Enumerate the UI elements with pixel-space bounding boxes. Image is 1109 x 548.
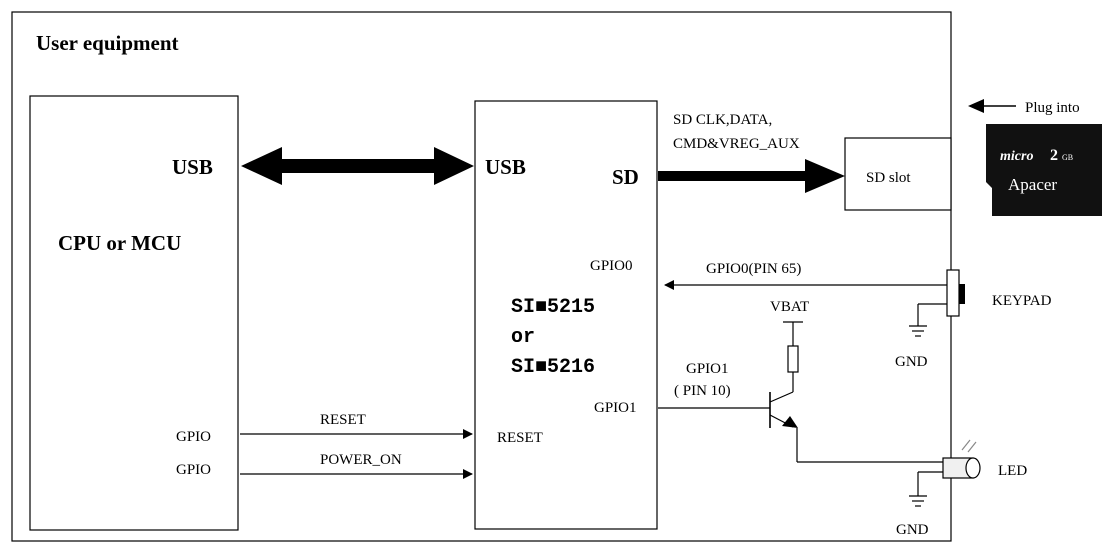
cpu-usb-label: USB bbox=[172, 155, 213, 179]
card-capacity: 2 bbox=[1050, 147, 1058, 164]
card-capacity-unit: GB bbox=[1062, 153, 1073, 162]
sim-reset-label: RESET bbox=[497, 430, 543, 446]
usb-bus-arrow bbox=[241, 147, 474, 185]
gnd-label-top: GND bbox=[895, 354, 928, 370]
sim-usb-label: USB bbox=[485, 155, 526, 179]
reset-signal-label: RESET bbox=[320, 412, 366, 428]
sim-gpio0-label: GPIO0 bbox=[590, 258, 633, 274]
vbat-label: VBAT bbox=[770, 299, 809, 315]
plug-into-arrow bbox=[968, 99, 1016, 113]
sd-bus-label-2: CMD&VREG_AUX bbox=[673, 136, 800, 152]
power-on-signal-label: POWER_ON bbox=[320, 452, 402, 468]
user-equipment-title: User equipment bbox=[36, 31, 179, 55]
sd-bus-arrow bbox=[658, 159, 845, 193]
cpu-gpio-label-2: GPIO bbox=[176, 462, 211, 478]
card-brand: Apacer bbox=[1008, 175, 1057, 194]
led-label: LED bbox=[998, 463, 1027, 479]
card-brand-top: micro bbox=[1000, 149, 1033, 164]
sim-gpio1-label: GPIO1 bbox=[594, 400, 637, 416]
cpu-mcu-name: CPU or MCU bbox=[58, 231, 181, 255]
sd-slot-label: SD slot bbox=[866, 170, 911, 186]
sd-bus-label-1: SD CLK,DATA, bbox=[673, 112, 772, 128]
microsd-card-icon: micro 2 GB Apacer bbox=[986, 124, 1102, 216]
sim-name-line1: SI■5215 bbox=[511, 296, 595, 319]
led-icon bbox=[909, 440, 980, 506]
gpio0-pin-label: GPIO0(PIN 65) bbox=[706, 261, 801, 277]
gpio1-pin-label-2: ( PIN 10) bbox=[674, 383, 731, 399]
keypad-switch-icon bbox=[909, 270, 965, 336]
sim-name-line2: or bbox=[511, 326, 535, 349]
keypad-label: KEYPAD bbox=[992, 293, 1052, 309]
plug-into-label: Plug into bbox=[1025, 100, 1080, 116]
sim-sd-label: SD bbox=[612, 165, 639, 189]
gnd-label-bottom: GND bbox=[896, 522, 929, 538]
cpu-gpio-label-1: GPIO bbox=[176, 429, 211, 445]
sim-name-line3: SI■5216 bbox=[511, 356, 595, 379]
gpio1-pin-label-1: GPIO1 bbox=[686, 361, 729, 377]
